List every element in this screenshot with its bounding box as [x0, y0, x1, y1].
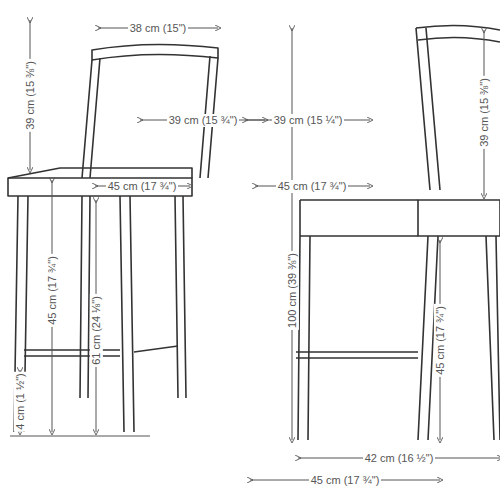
dimension-label: 38 cm (15")	[128, 22, 188, 35]
dimension-label: 45 cm (17 ¾")	[106, 180, 179, 193]
dimension-label: 4 cm (1 ½")	[14, 371, 27, 431]
dimension-label: 45 cm (17 ¾")	[46, 254, 59, 327]
dimension-label: 100 cm (39 ⅜")	[285, 251, 298, 330]
dimension-label: 61 cm (24 ⅛")	[90, 294, 103, 367]
chair-side-view	[296, 25, 500, 440]
dimension-label: 45 cm (17 ¾")	[434, 304, 447, 377]
dimension-lines	[10, 20, 500, 480]
dimension-label: 39 cm (15 ¾")	[167, 114, 240, 127]
dimension-label: 39 cm (15 ⅜")	[478, 76, 491, 149]
dimension-label: 45 cm (17 ¾")	[309, 474, 382, 487]
dimension-label: 42 cm (16 ½")	[363, 452, 436, 465]
dimension-label: 45 cm (17 ¾")	[276, 180, 349, 193]
dimension-label: 39 cm (15 ¼")	[272, 114, 345, 127]
dimension-label: 39 cm (15 ⅜")	[24, 59, 37, 132]
chair-front-view	[8, 44, 218, 432]
